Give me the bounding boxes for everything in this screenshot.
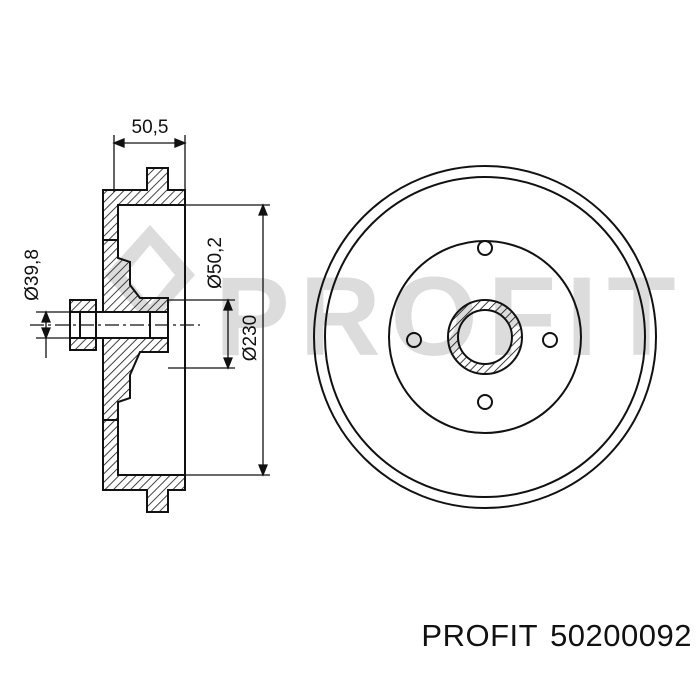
bolt-hole-bottom [477, 394, 493, 410]
dim-bore-arrow-top [223, 298, 233, 311]
dim-drum-arrow-top [258, 203, 268, 216]
lower-hub-section [102, 337, 169, 421]
lower-wall-section [102, 419, 186, 513]
bore-upper-lip [69, 299, 97, 313]
dim-hub-label: Ø39,8 [22, 249, 43, 301]
part-number: 50200092 [550, 618, 692, 653]
dim-hub-arrow-bottom [41, 327, 51, 340]
drum-front-view [313, 165, 657, 509]
bolt-hole-top [477, 240, 493, 256]
brake-drum-technical-drawing: PROFIT [22, 117, 686, 513]
dim-width-label: 50,5 [132, 117, 169, 138]
bearing-ring-hatch [448, 300, 522, 374]
bolt-hole-right [542, 332, 558, 348]
watermark-text: PROFIT [215, 254, 686, 379]
bore-lower-lip [69, 337, 97, 351]
dim-drum-label: Ø230 [240, 315, 261, 361]
dim-width-arrow-right [174, 138, 187, 148]
dim-hub-arrow-top [41, 310, 51, 323]
dim-bore-arrow-bottom [223, 357, 233, 370]
brand-name: PROFIT [421, 618, 539, 653]
dimension-lines [30, 135, 270, 477]
dim-drum-arrow-bottom [258, 464, 268, 477]
bolt-hole-left [406, 332, 422, 348]
drum-outer-circle [313, 165, 657, 509]
dim-width-arrow-left [112, 138, 125, 148]
product-caption: PROFIT 50200092 [0, 618, 692, 654]
drum-inner-circle [324, 176, 646, 498]
dim-bore-label: Ø50,2 [205, 237, 226, 289]
drum-section-view [69, 167, 186, 513]
